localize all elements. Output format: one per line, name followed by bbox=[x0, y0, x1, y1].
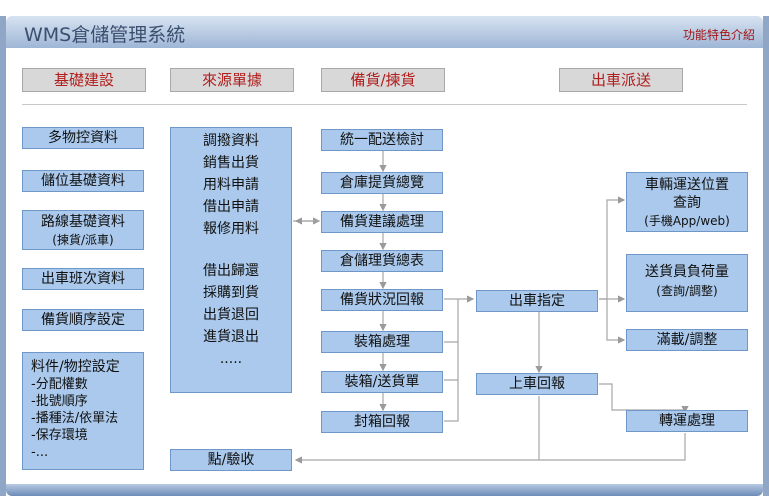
box-unified-delivery: 統一配送檢討 bbox=[321, 129, 443, 151]
divider bbox=[22, 104, 747, 105]
label: 點/驗收 bbox=[207, 452, 255, 468]
box-packing-slip: 裝箱/送貨單 bbox=[321, 371, 443, 393]
label: 滿載/調整 bbox=[656, 332, 718, 348]
config-item: -批號順序 bbox=[31, 394, 88, 409]
source-item: 借出申請 bbox=[203, 199, 259, 215]
box-vehicle-tracking: 車輛運送位置 查詢 (手機App/web) bbox=[626, 172, 748, 232]
source-item: ..... bbox=[219, 351, 243, 367]
label: 出車指定 bbox=[509, 293, 565, 309]
label: 備貨狀況回報 bbox=[340, 292, 424, 308]
sublabel: (查詢/調整) bbox=[656, 284, 718, 298]
source-item: 調撥資料 bbox=[203, 133, 259, 149]
label: 車輛運送位置 bbox=[645, 177, 729, 193]
box-tally-summary: 倉儲理貨總表 bbox=[321, 250, 443, 272]
source-item: 報修用料 bbox=[203, 221, 259, 237]
frame-left-border bbox=[0, 16, 6, 496]
label: 封箱回報 bbox=[354, 414, 410, 430]
box-location-data: 儲位基礎資料 bbox=[22, 170, 144, 192]
box-full-load: 滿載/調整 bbox=[626, 329, 748, 351]
label: 倉庫提貨總覽 bbox=[340, 175, 424, 191]
box-warehouse-pickup: 倉庫提貨總覽 bbox=[321, 172, 443, 194]
label: 上車回報 bbox=[509, 376, 565, 392]
box-seal-report: 封箱回報 bbox=[321, 411, 443, 433]
sublabel: (揀貨/派車) bbox=[52, 233, 114, 247]
box-receive-check: 點/驗收 bbox=[170, 449, 292, 471]
category-picking: 備貨/揀貨 bbox=[321, 68, 445, 92]
label: 送貨員負荷量 bbox=[645, 264, 729, 280]
label: 裝箱處理 bbox=[354, 334, 410, 350]
box-boarding-report: 上車回報 bbox=[476, 373, 598, 395]
category-source: 來源單據 bbox=[170, 68, 294, 92]
sublabel: 查詢 bbox=[673, 195, 701, 211]
config-item: -分配權數 bbox=[31, 377, 88, 392]
box-vehicle-assign: 出車指定 bbox=[476, 290, 598, 312]
header-bar: WMS倉儲管理系統 功能特色介紹 bbox=[6, 16, 763, 48]
source-item: 銷售出貨 bbox=[203, 155, 259, 171]
source-item: 出貨退回 bbox=[203, 307, 259, 323]
footer-bar bbox=[6, 484, 763, 496]
label: 倉儲理貨總表 bbox=[340, 253, 424, 269]
sublabel: (手機App/web) bbox=[644, 214, 730, 228]
label: 轉運處理 bbox=[659, 413, 715, 429]
box-driver-load: 送貨員負荷量 (查詢/調整) bbox=[626, 254, 748, 312]
frame-right-border bbox=[763, 16, 769, 496]
config-title: 料件/物控設定 bbox=[31, 359, 120, 375]
label: 裝箱/送貨單 bbox=[344, 374, 420, 390]
box-transfer: 轉運處理 bbox=[626, 410, 748, 432]
label: 多物控資料 bbox=[48, 130, 118, 146]
source-item: 進貨退出 bbox=[203, 329, 259, 345]
box-material-config: 料件/物控設定 -分配權數 -批號順序 -播種法/依單法 -保存環境 -... bbox=[22, 352, 144, 470]
box-shift-data: 出車班次資料 bbox=[22, 268, 144, 290]
source-item: 採購到貨 bbox=[203, 285, 259, 301]
label: 備貨建議處理 bbox=[340, 214, 424, 230]
label: 統一配送檢討 bbox=[340, 132, 424, 148]
category-basic: 基礎建設 bbox=[22, 68, 146, 92]
source-item: 用料申請 bbox=[203, 177, 259, 193]
config-item: -播種法/依單法 bbox=[31, 411, 119, 426]
label: 儲位基礎資料 bbox=[41, 173, 125, 189]
box-picking-suggestion: 備貨建議處理 bbox=[321, 211, 443, 233]
label: 出車班次資料 bbox=[41, 271, 125, 287]
box-picking-status: 備貨狀況回報 bbox=[321, 289, 443, 311]
config-item: -... bbox=[31, 445, 49, 460]
label: 備貨順序設定 bbox=[41, 312, 125, 328]
label: 路線基礎資料 bbox=[41, 214, 125, 230]
box-picking-order: 備貨順序設定 bbox=[22, 309, 144, 331]
category-dispatch: 出車派送 bbox=[559, 68, 683, 92]
box-source-documents: 調撥資料 銷售出貨 用料申請 借出申請 報修用料 借出歸還 採購到貨 出貨退回 … bbox=[170, 127, 292, 393]
config-item: -保存環境 bbox=[31, 428, 88, 443]
box-packing: 裝箱處理 bbox=[321, 331, 443, 353]
feature-intro-link[interactable]: 功能特色介紹 bbox=[682, 28, 755, 42]
box-material-control: 多物控資料 bbox=[22, 127, 144, 149]
source-item: 借出歸還 bbox=[203, 263, 259, 279]
page-title: WMS倉儲管理系統 bbox=[24, 24, 186, 46]
box-route-data: 路線基礎資料 (揀貨/派車) bbox=[22, 210, 144, 250]
